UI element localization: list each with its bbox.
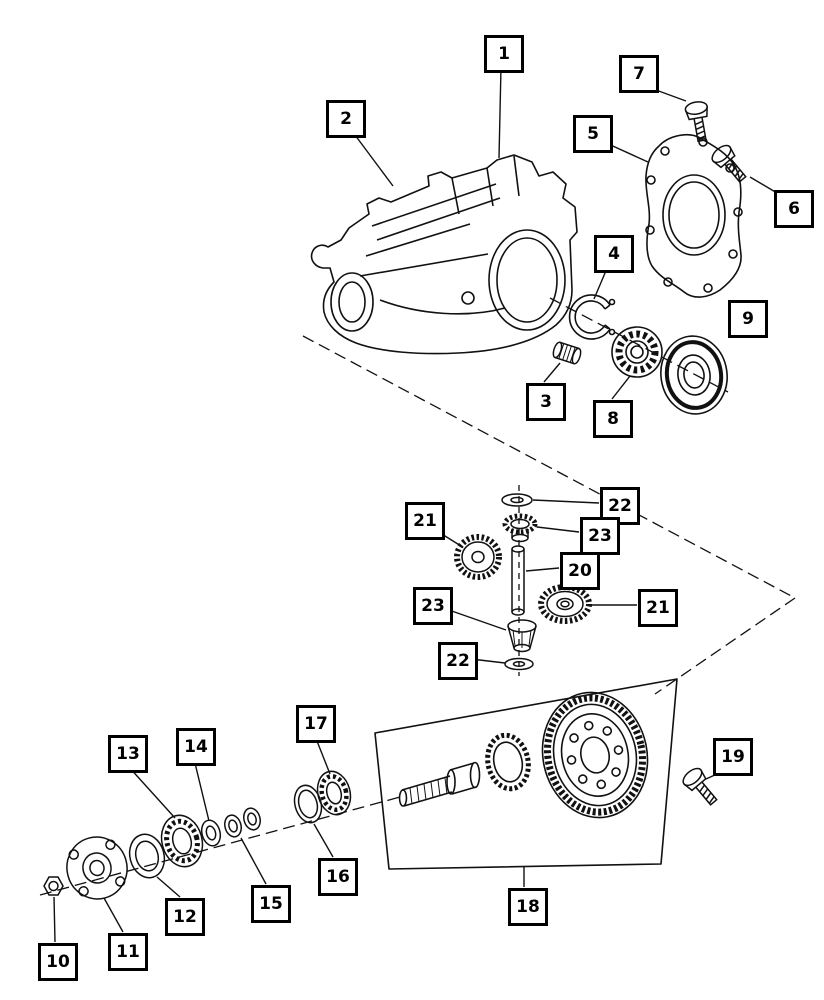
callout-2: 2 <box>326 100 366 138</box>
bolt-6-drawing <box>711 144 747 183</box>
callout-23-upper: 23 <box>580 517 620 555</box>
pinion-bearing-drawing <box>611 326 663 378</box>
callout-12: 12 <box>165 898 205 936</box>
callout-17: 17 <box>296 705 336 743</box>
callout-4: 4 <box>594 235 634 273</box>
callout-15: 15 <box>251 885 291 923</box>
callout-9: 9 <box>728 300 768 338</box>
callout-21-right: 21 <box>638 589 678 627</box>
callout-5: 5 <box>573 115 613 153</box>
callout-20: 20 <box>560 552 600 590</box>
callout-16: 16 <box>318 858 358 896</box>
pinion-flange-assembly-drawing <box>43 770 352 900</box>
rear-cover-drawing <box>645 134 743 298</box>
callout-10: 10 <box>38 943 78 981</box>
callout-23-lower: 23 <box>413 587 453 625</box>
snap-ring-drawing <box>568 294 616 340</box>
callout-21-upper-left: 21 <box>405 502 445 540</box>
callout-19: 19 <box>713 738 753 776</box>
callout-22-lower: 22 <box>438 642 478 680</box>
callout-14: 14 <box>176 728 216 766</box>
output-seal-drawing <box>660 335 728 415</box>
callout-18: 18 <box>508 888 548 926</box>
callout-6: 6 <box>774 190 814 228</box>
bolt-7-drawing <box>684 101 708 143</box>
differential-housing-drawing <box>310 154 578 355</box>
callout-13: 13 <box>108 735 148 773</box>
spacer-bushing-drawing <box>552 341 582 365</box>
callout-1: 1 <box>484 35 524 73</box>
differential-internals-drawing <box>454 493 592 671</box>
gear-set-box <box>374 678 678 870</box>
callout-22-upper: 22 <box>600 487 640 525</box>
callout-leader-lines <box>53 66 778 943</box>
bolt-19-drawing <box>682 767 718 806</box>
callout-3: 3 <box>526 383 566 421</box>
ring-gear-pinion-drawing <box>374 678 678 870</box>
callout-8: 8 <box>593 400 633 438</box>
callout-7: 7 <box>619 55 659 93</box>
callout-11: 11 <box>108 933 148 971</box>
